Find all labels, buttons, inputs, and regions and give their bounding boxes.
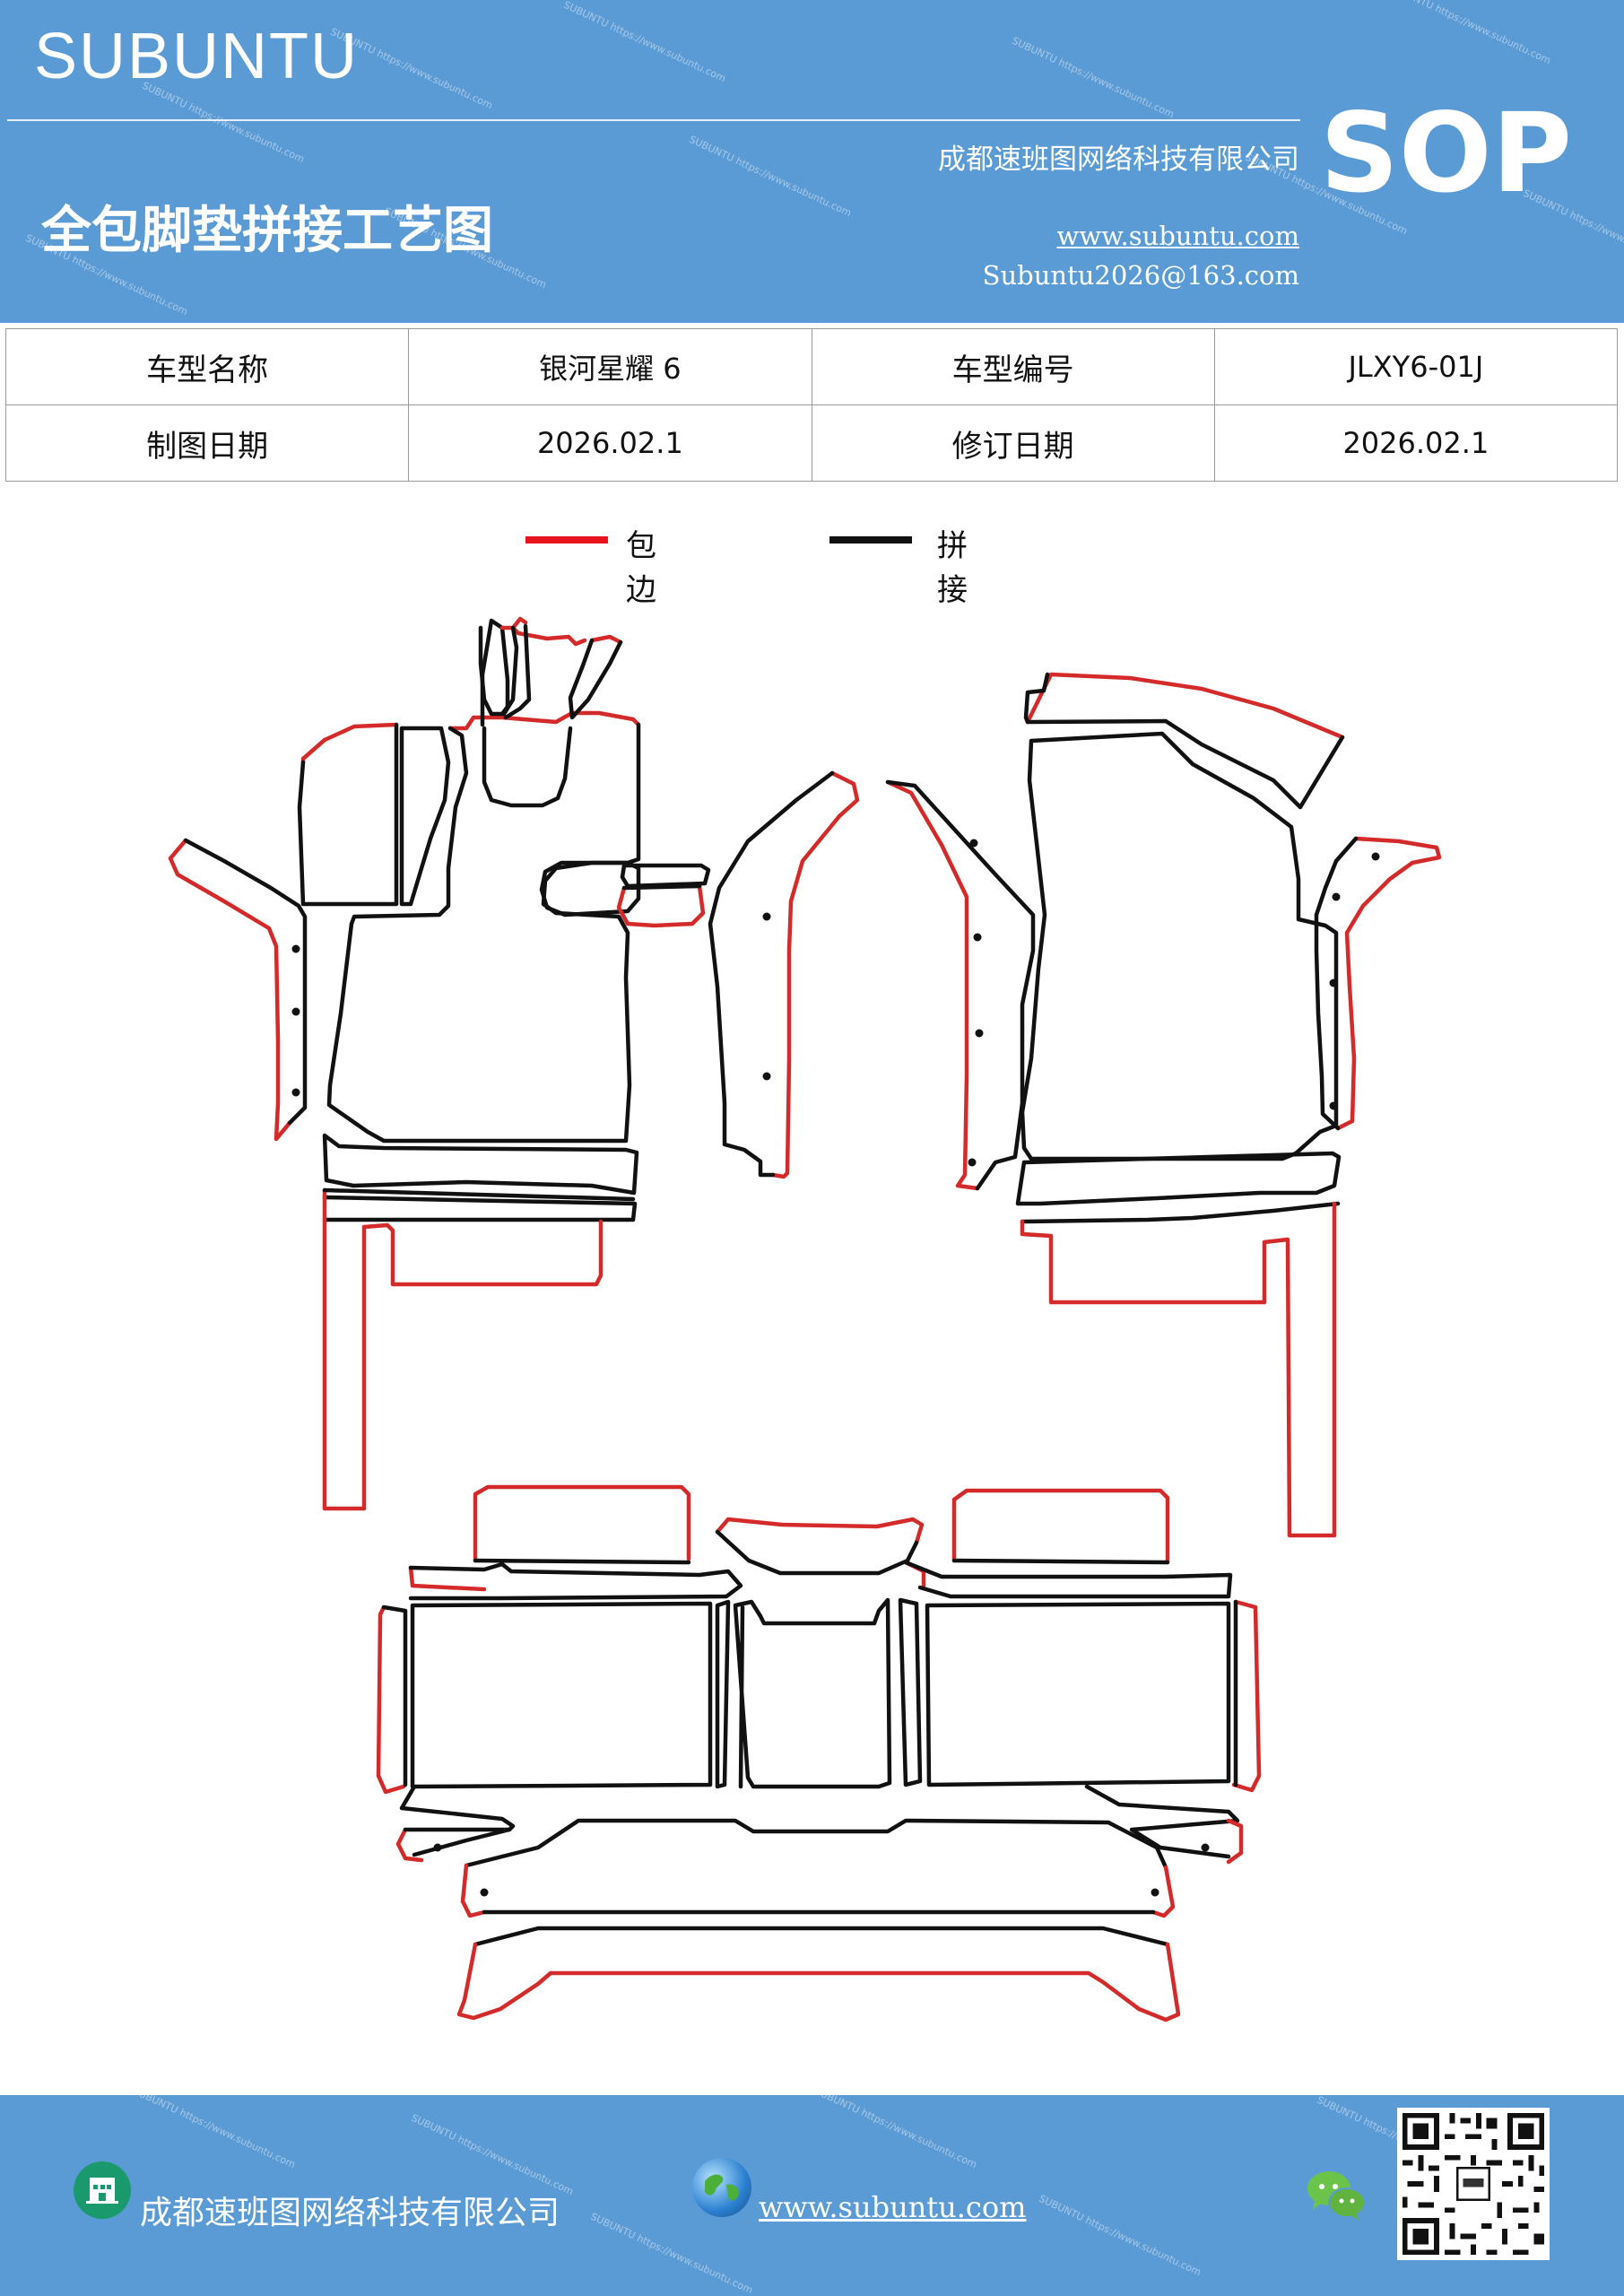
website-link[interactable]: www.subuntu.com — [1056, 221, 1299, 251]
driver-footrest-piece — [621, 883, 702, 891]
rear-long-band — [1151, 1865, 1176, 1918]
rear-right-seat-panel — [898, 1597, 923, 1787]
rear-left-band — [408, 1561, 743, 1601]
driver-top-angled-piece — [568, 638, 623, 720]
rear-lower-left-wing — [399, 1784, 516, 1857]
rear-long-band — [460, 1863, 487, 1918]
driver-gas-pedal-top — [480, 618, 510, 727]
driver-footrest-piece — [620, 863, 711, 889]
rear-right-cushion — [951, 1488, 1170, 1565]
rear-left-cushion — [473, 1558, 691, 1565]
rear-lower-left-wing — [395, 1827, 424, 1863]
building-icon — [74, 2161, 131, 2219]
driver-strip-piece — [399, 726, 451, 907]
wechat-icon — [1306, 2169, 1367, 2221]
driver-bottom-band — [322, 1133, 639, 1196]
driver-bottom-u-piece — [322, 1187, 636, 1202]
rear-left-band — [408, 1565, 487, 1592]
rear-left-side — [381, 1605, 408, 1787]
legend-swatch-red — [525, 536, 608, 544]
driver-bottom-band — [322, 1195, 638, 1222]
driver-top-vertical-strip — [478, 623, 532, 720]
rear-right-band — [903, 1560, 1233, 1599]
rear-left-cushion — [473, 1484, 691, 1563]
grommet-dot — [291, 1088, 300, 1097]
driver-top-left-piece — [297, 722, 399, 907]
table-row: 制图日期 2026.02.1 修订日期 2026.02.1 — [4, 404, 1619, 482]
passenger-bottom-band — [1015, 1151, 1342, 1206]
passenger-top-piece — [1025, 672, 1345, 740]
legend-label: 拼接 — [937, 528, 968, 608]
rear-left-seat-panel — [410, 1601, 713, 1789]
vehicle-info-table: 车型名称 银河星耀 6 车型编号 JLXY6-01J 制图日期 2026.02.… — [4, 328, 1619, 482]
grommet-dot — [291, 1007, 300, 1016]
driver-mat-group — [168, 616, 711, 1511]
email-address: Subuntu2026@163.com — [982, 260, 1299, 291]
rear-lower-right-wing — [1226, 1818, 1244, 1865]
sop-badge: SOP — [1320, 90, 1572, 217]
driver-side-piece — [183, 838, 308, 1126]
legend-swatch-black — [829, 536, 912, 544]
table-row: 车型名称 银河星耀 6 车型编号 JLXY6-01J — [4, 328, 1619, 405]
table-cell: 2026.02.1 — [1213, 404, 1619, 482]
rear-right-side — [1231, 1599, 1262, 1793]
watermark: SUBUNTU https://www.subuntu.com — [131, 2095, 298, 2171]
rear-center-cushion — [715, 1517, 925, 1545]
rear-center-panel — [733, 1597, 892, 1789]
driver-heelpad-piece — [482, 726, 573, 808]
driver-tunnel-piece — [708, 770, 860, 1179]
footer-company-name: 成都速班图网络科技有限公司 — [140, 2195, 560, 2231]
passenger-bottom-u-piece — [1020, 1201, 1337, 1538]
passenger-top-piece — [1023, 672, 1345, 810]
watermark: SUBUNTU https://www.subuntu.com — [1037, 2192, 1203, 2279]
rear-tunnel-band — [464, 1818, 1168, 1870]
company-name: 成都速班图网络科技有限公司 — [938, 144, 1299, 176]
rear-center-cushion — [715, 1529, 919, 1576]
rear-bottom-piece — [456, 1942, 1181, 2022]
globe-icon — [692, 2158, 751, 2217]
header-divider — [7, 119, 1300, 121]
rear-lower-right-wing — [1084, 1784, 1240, 1859]
passenger-mat-group — [968, 672, 1442, 1538]
driver-main-piece — [447, 710, 641, 731]
rear-right-seat-panel — [925, 1601, 1231, 1787]
watermark: SUBUNTU https://www.subuntu.com — [409, 2111, 576, 2198]
footer-website-link[interactable]: www.subuntu.com — [759, 2190, 1027, 2224]
table-cell: 银河星耀 6 — [408, 328, 812, 405]
rear-left-seat-panel — [715, 1599, 731, 1789]
passenger-side-piece — [1335, 836, 1442, 1131]
driver-footrest-piece — [616, 883, 706, 928]
grommet-dot — [291, 944, 300, 953]
table-cell: 修订日期 — [811, 404, 1215, 482]
passenger-side-piece — [1314, 836, 1359, 1131]
passenger-bottom-band — [1020, 1201, 1341, 1224]
table-cell: 2026.02.1 — [408, 404, 812, 482]
qr-code[interactable] — [1397, 2108, 1550, 2260]
rear-mat-group — [376, 1484, 1262, 2022]
watermark: SUBUNTU https://www.subuntu.com — [588, 2210, 755, 2296]
rear-left-side — [376, 1605, 406, 1795]
table-cell: 制图日期 — [4, 404, 410, 482]
table-cell: 车型编号 — [811, 328, 1215, 405]
table-cell: JLXY6-01J — [1213, 328, 1619, 405]
driver-top-vertical-strip — [510, 625, 587, 647]
rear-bottom-piece — [473, 1926, 1170, 1947]
brand-logo-text: SUBUNTU — [34, 21, 360, 92]
passenger-main-piece — [1020, 731, 1339, 1161]
header-banner: SUBUNTU https://www.subuntu.com SUBUNTU … — [0, 0, 1624, 323]
page-title: 全包脚垫拼接工艺图 — [41, 201, 493, 260]
rear-right-cushion — [951, 1558, 1170, 1565]
driver-bottom-u-piece — [322, 1187, 604, 1511]
passenger-tunnel-piece — [885, 779, 1036, 1191]
legend-label: 包边 — [626, 528, 656, 608]
watermark: SUBUNTU https://www.subuntu.com — [812, 2095, 979, 2171]
table-cell: 车型名称 — [4, 328, 410, 405]
driver-gas-pedal-top — [499, 616, 528, 631]
driver-main-piece — [326, 722, 641, 1144]
driver-top-angled-piece — [589, 634, 623, 645]
driver-top-left-piece — [300, 722, 399, 765]
driver-side-piece — [168, 838, 292, 1142]
